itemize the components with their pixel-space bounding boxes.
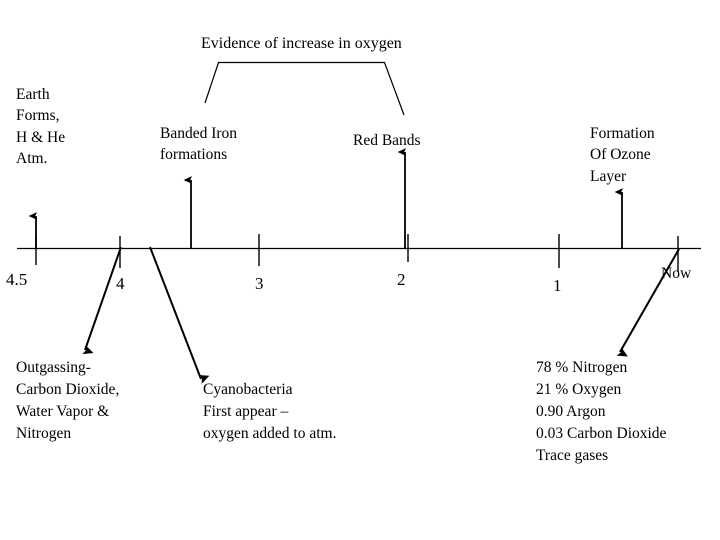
axis-tick-label-4: 4 <box>116 274 125 293</box>
diagram-title: Evidence of increase in oxygen <box>201 35 402 52</box>
label-outgassing: Outgassing- Carbon Dioxide, Water Vapor … <box>16 359 120 442</box>
label-atmosphere-composition: 78 % Nitrogen 21 % Oxygen 0.90 Argon 0.0… <box>536 359 667 464</box>
axis-tick-label-1: 1 <box>553 276 562 295</box>
label-earth-forms: Earth Forms, H & He Atm. <box>16 86 66 168</box>
arrow-cyanobacteria <box>149 246 210 384</box>
axis-tick-label-3: 3 <box>255 274 264 293</box>
label-banded-iron-formations: Banded Iron formations <box>160 125 238 164</box>
axis-tick-label-2: 2 <box>397 270 406 289</box>
axis-tick-label-4-5: 4.5 <box>6 270 28 289</box>
event-arrows-up <box>28 148 623 248</box>
label-red-bands: Red Bands <box>353 132 421 149</box>
arrow-atmosphere-composition <box>616 248 680 357</box>
label-cyanobacteria: Cyanobacteria First appear – oxygen adde… <box>203 381 337 442</box>
arrow-outgassing <box>82 246 122 355</box>
axis-tick-label-now: Now <box>661 265 692 282</box>
event-arrows-down <box>82 246 680 384</box>
axis-tick-marks <box>35 234 679 272</box>
label-formation-of-ozone-layer: Formation Of Ozone Layer <box>590 125 655 185</box>
title-bracket <box>204 61 405 116</box>
